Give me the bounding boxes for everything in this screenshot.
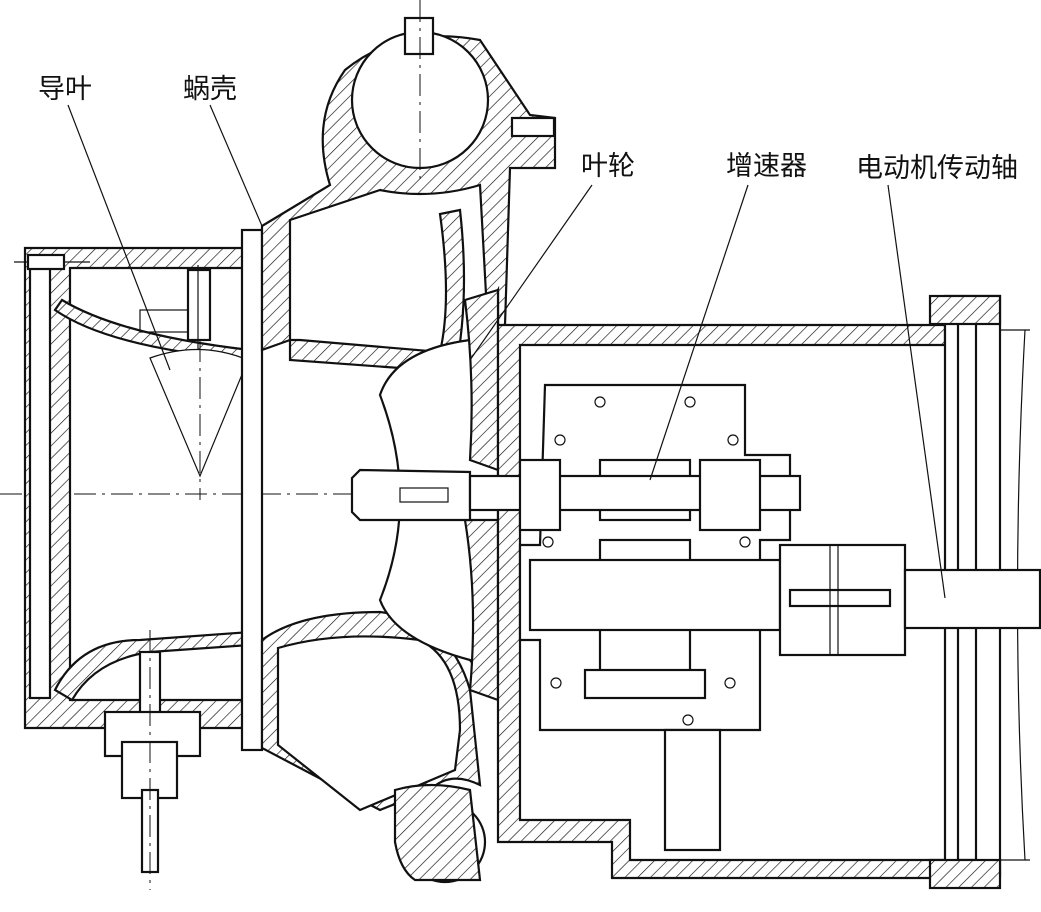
label-motor-shaft: 电动机传动轴	[856, 153, 1018, 184]
low-speed-shaft	[528, 543, 1041, 657]
leader-impeller	[469, 184, 593, 361]
label-impeller: 叶轮	[581, 151, 635, 182]
label-gearbox: 增速器	[726, 151, 807, 182]
label-guide-vane: 导叶	[38, 74, 92, 105]
vane-actuator	[103, 630, 202, 890]
leader-motor-shaft	[887, 184, 946, 599]
leader-volute	[209, 104, 263, 227]
leader-guide-vane	[67, 104, 171, 371]
high-speed-shaft	[350, 458, 802, 532]
guide-vane-blade	[149, 340, 249, 500]
diffuser-wall	[240, 228, 264, 752]
leader-gearbox	[649, 184, 749, 481]
volute-lower	[260, 610, 487, 884]
inlet-housing	[14, 246, 262, 730]
label-volute: 蜗壳	[183, 74, 237, 105]
volute-upper	[260, 0, 557, 374]
